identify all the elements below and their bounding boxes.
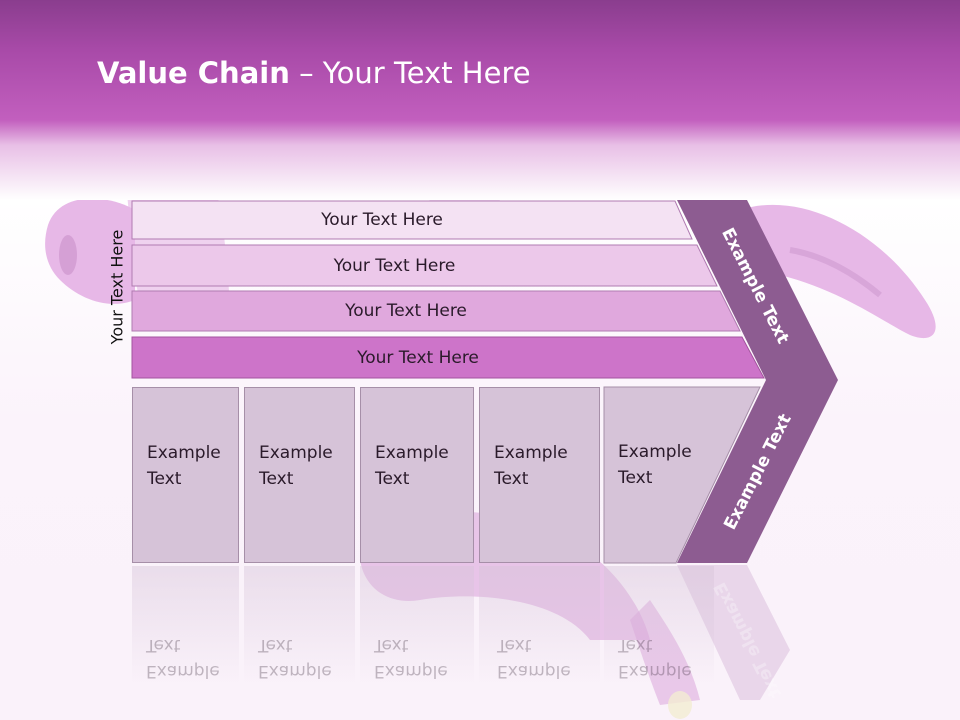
row-3-shape <box>131 290 741 332</box>
column-3-reflection-text: Example Text <box>374 632 448 684</box>
column-3-line2: Text <box>375 469 410 489</box>
column-1-reflection-line1: Example <box>146 661 220 681</box>
column-1-reflection-text: Example Text <box>146 632 220 684</box>
column-2-line1: Example <box>259 443 333 463</box>
column-4-line2: Text <box>494 469 529 489</box>
column-3-reflection <box>360 566 474 686</box>
title-bold: Value Chain <box>97 56 290 90</box>
column-4-reflection-line1: Example <box>497 661 571 681</box>
column-5-line1: Example <box>618 442 692 462</box>
row-2-shape <box>131 244 718 287</box>
row-3: Your Text Here <box>132 291 740 331</box>
row-4-label: Your Text Here <box>357 347 479 368</box>
row-3-label: Your Text Here <box>345 301 467 321</box>
title-banner <box>0 0 960 200</box>
row-4: Your Text Here <box>132 337 764 378</box>
chevron-reflection <box>677 565 790 700</box>
row-2: Your Text Here <box>132 245 717 286</box>
column-5-line2: Text <box>618 468 653 488</box>
column-1-reflection <box>132 566 239 686</box>
column-4-line1: Example <box>494 443 568 463</box>
chevron-shape <box>677 200 838 563</box>
last-column-shape <box>603 386 761 564</box>
column-4-reflection <box>479 566 600 686</box>
column-3-reflection-line1: Example <box>374 661 448 681</box>
slide-title: Value Chain – Your Text Here <box>97 56 531 90</box>
column-2-reflection-line2: Text <box>258 635 293 655</box>
side-label: Your Text Here <box>107 229 127 345</box>
column-4-reflection-line2: Text <box>497 635 532 655</box>
row-4-shape <box>131 336 765 379</box>
column-2-reflection <box>244 566 355 686</box>
column-2-line2: Text <box>259 469 294 489</box>
column-5-reflection-text: Example Text <box>618 632 692 684</box>
column-1-line1: Example <box>147 443 221 463</box>
column-3-reflection-line2: Text <box>374 635 409 655</box>
title-rest: – Your Text Here <box>289 56 531 90</box>
column-2-reflection-text: Example Text <box>258 632 332 684</box>
row-1-label: Your Text Here <box>321 210 443 230</box>
column-3-line1: Example <box>375 443 449 463</box>
column-2-reflection-line1: Example <box>258 661 332 681</box>
column-4-reflection-text: Example Text <box>497 632 571 684</box>
column-1-line2: Text <box>147 469 182 489</box>
column-5-reflection-line1: Example <box>618 661 692 681</box>
column-5-reflection-line2: Text <box>618 635 653 655</box>
row-2-label: Your Text Here <box>333 255 456 276</box>
row-1-shape <box>131 200 693 240</box>
column-5-reflection <box>604 566 714 686</box>
row-1: Your Text Here <box>132 201 692 239</box>
column-1-reflection-line2: Text <box>146 635 181 655</box>
